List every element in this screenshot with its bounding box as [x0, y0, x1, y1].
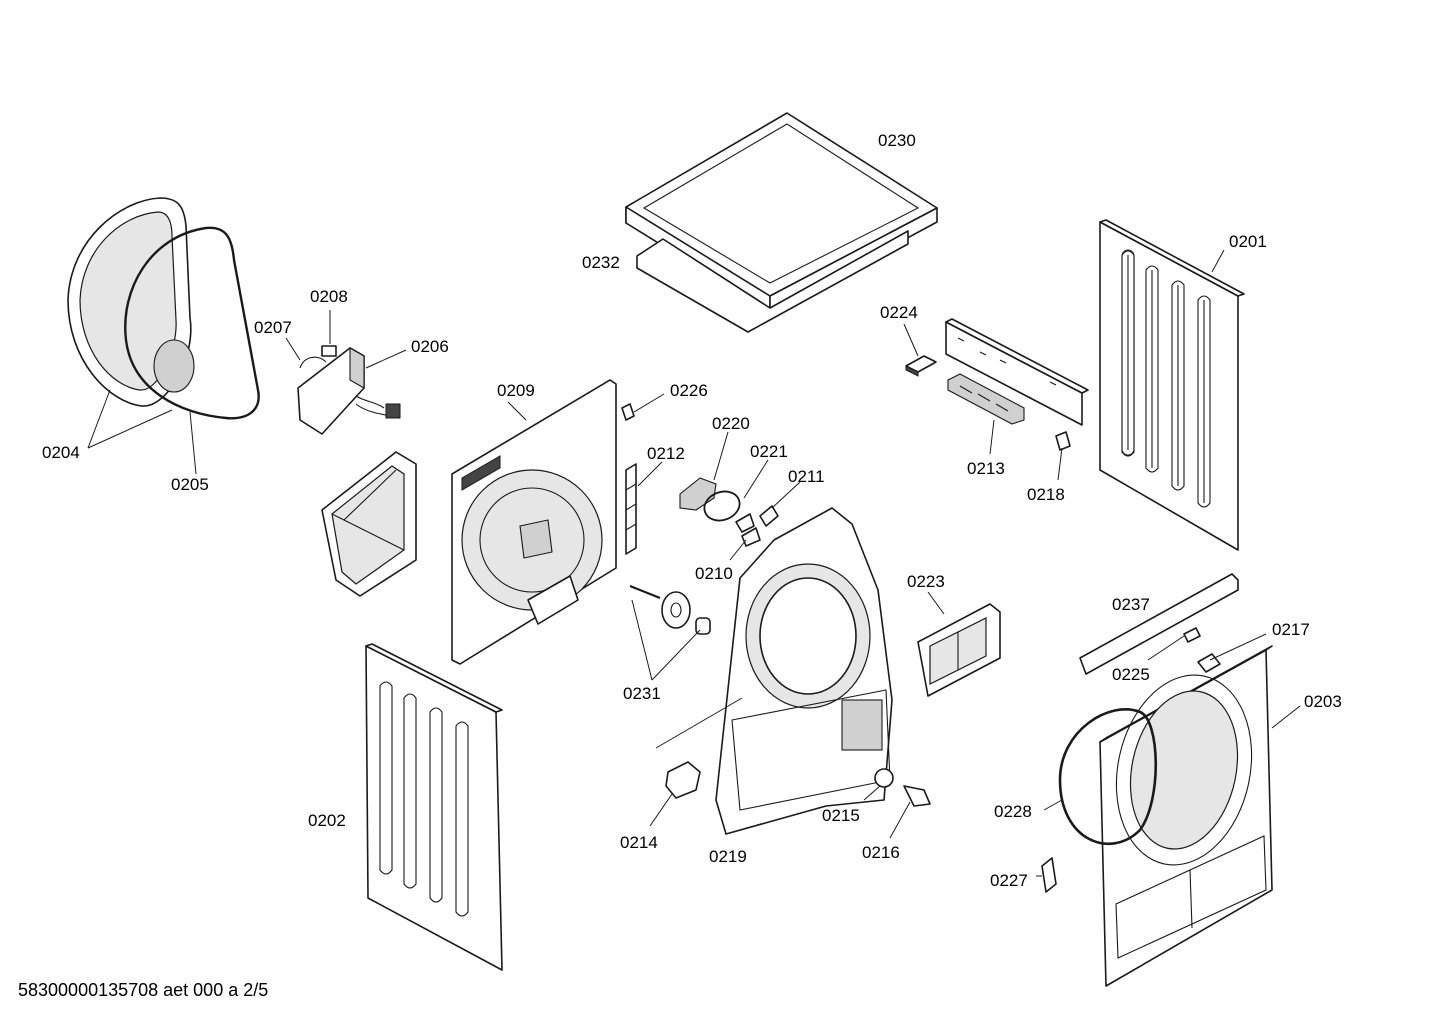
part-0224-clip: [905, 355, 937, 377]
part-0214-sensor: [665, 761, 701, 799]
leader-lines: [87, 249, 1301, 877]
part-0225-clip: [1183, 627, 1201, 643]
part-0237-rail: [1079, 573, 1239, 675]
label-0228: 0228: [994, 802, 1032, 821]
label-0217: 0217: [1272, 620, 1310, 639]
part-0207-cable: [299, 356, 327, 369]
part-0203-front-panel: [1099, 645, 1273, 987]
label-0237: 0237: [1112, 595, 1150, 614]
label-0221: 0221: [750, 442, 788, 461]
part-0215-knob: [874, 768, 894, 788]
label-0203: 0203: [1304, 692, 1342, 711]
label-0204: 0204: [42, 443, 80, 462]
part-0216-plug: [903, 785, 931, 807]
label-0226: 0226: [670, 381, 708, 400]
label-0214: 0214: [620, 833, 658, 852]
part-0226-clip: [621, 403, 635, 421]
part-0212-rail: [625, 463, 637, 555]
part-0205-gasket: [124, 226, 260, 420]
part-0208-clip: [321, 345, 337, 357]
label-0232: 0232: [582, 253, 620, 272]
label-0219: 0219: [709, 847, 747, 866]
label-0206: 0206: [411, 337, 449, 356]
label-0223: 0223: [907, 572, 945, 591]
label-0201: 0201: [1229, 232, 1267, 251]
label-0218: 0218: [1027, 485, 1065, 504]
label-0220: 0220: [712, 414, 750, 433]
part-0206-housing: [297, 347, 401, 435]
part-0211-valve: [735, 505, 779, 533]
part-0209-rear-panel: [451, 379, 617, 665]
label-0209: 0209: [497, 381, 535, 400]
label-0208: 0208: [310, 287, 348, 306]
part-0219-frame: [715, 507, 893, 835]
part-0202-side-panel: [365, 643, 503, 971]
label-0215: 0215: [822, 806, 860, 825]
part-0217-hinge: [1197, 653, 1221, 673]
label-0210: 0210: [695, 564, 733, 583]
part-0220-cover: [679, 477, 717, 511]
label-0230: 0230: [878, 131, 916, 150]
label-0213: 0213: [967, 459, 1005, 478]
part-0227-latch: [1041, 857, 1057, 893]
part-0213-button-strip: [947, 373, 1025, 425]
label-0225: 0225: [1112, 665, 1150, 684]
label-0224: 0224: [880, 303, 918, 322]
part-0210-connector: [741, 527, 761, 547]
label-0205: 0205: [171, 475, 209, 494]
part-0231-pulley-set: [629, 584, 711, 635]
part-control-board: [945, 318, 1089, 426]
label-0231: 0231: [623, 684, 661, 703]
part-0204-door-ring: [67, 197, 195, 407]
part-labels: 0230 0232 0201 0224 0213 0218 0208 0207 …: [42, 131, 1342, 890]
part-0201-side-panel: [1099, 219, 1245, 551]
part-0223-filter: [917, 603, 1001, 697]
label-0202: 0202: [308, 811, 346, 830]
label-0211: 0211: [788, 467, 825, 486]
part-0228-door-seal: [1058, 708, 1158, 846]
part-air-duct: [321, 451, 417, 597]
label-0207: 0207: [254, 318, 292, 337]
label-0227: 0227: [990, 871, 1028, 890]
document-id: 58300000135708 aet 000 a 2/5: [18, 980, 269, 1000]
label-0212: 0212: [647, 444, 685, 463]
part-0218-bracket: [1055, 431, 1071, 451]
label-0216: 0216: [862, 843, 900, 862]
part-0232-insulation: [636, 230, 909, 333]
part-0221-seal: [703, 490, 741, 522]
